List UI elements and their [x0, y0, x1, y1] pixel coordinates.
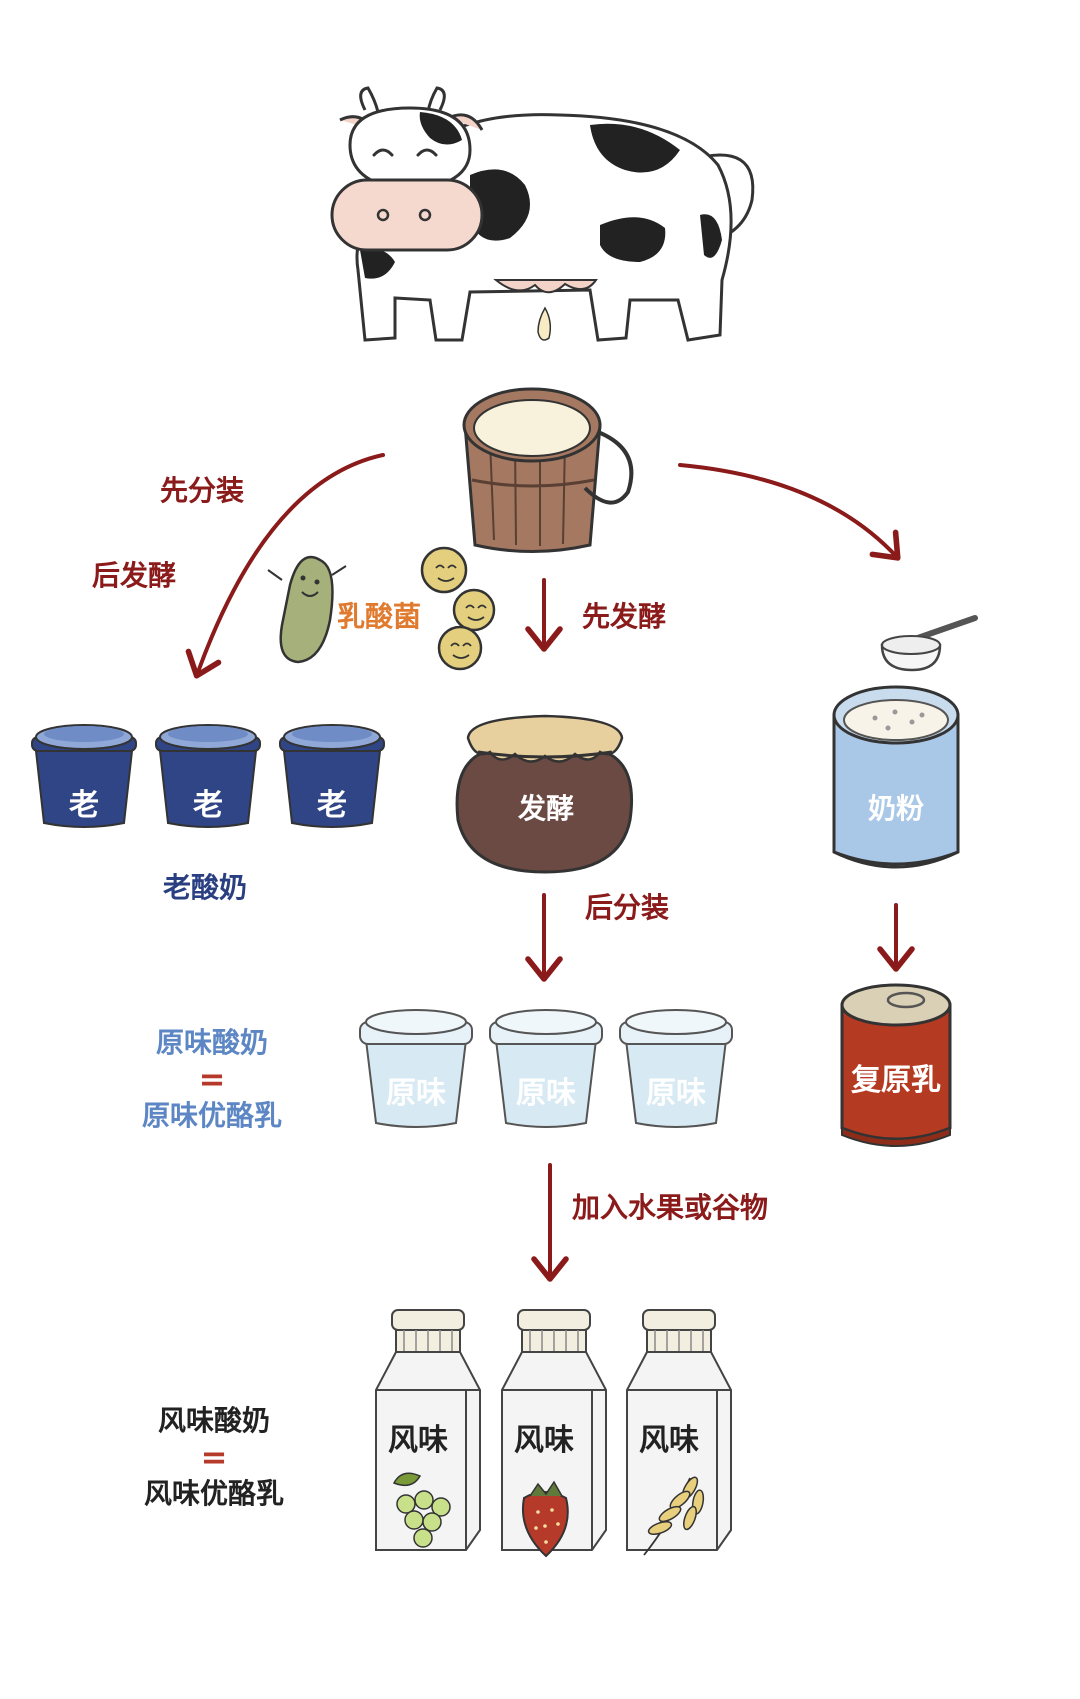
flavored-bottle-label: 风味 — [514, 1423, 574, 1458]
cow-illustration — [330, 86, 755, 342]
step-label-add-fruit: 加入水果或谷物 — [572, 1191, 768, 1224]
plain-cup-label: 原味 — [516, 1076, 576, 1111]
step-label-ferment-after: 后发酵 — [92, 559, 176, 592]
milk-powder-label: 奶粉 — [868, 792, 924, 825]
arrow-to-milk-powder — [678, 463, 901, 561]
grape-icon — [392, 1472, 451, 1548]
flavored-bottle-label: 风味 — [388, 1423, 448, 1458]
plain-caption-equals: = — [199, 1060, 226, 1098]
flavored-caption-equals: = — [201, 1438, 228, 1476]
milk-bucket-illustration — [462, 387, 634, 553]
flavored-caption-line1: 风味酸奶 — [158, 1404, 270, 1437]
plain-cup-label: 原味 — [386, 1076, 446, 1111]
reconstituted-milk-can-illustration — [840, 983, 952, 1147]
step-label-ferment-first: 先发酵 — [582, 600, 666, 633]
bacteria-label: 乳酸菌 — [337, 600, 421, 633]
flavored-bottle-label: 风味 — [639, 1423, 699, 1458]
lactic-bacteria-illustration — [267, 546, 496, 671]
reconstituted-milk-label: 复原乳 — [851, 1063, 941, 1098]
old-yogurt-caption: 老酸奶 — [163, 871, 247, 904]
plain-caption-line1: 原味酸奶 — [156, 1026, 268, 1059]
plain-yogurt-cups: 原味 原味 原味 — [359, 1009, 733, 1128]
milk-powder-can-illustration — [832, 615, 978, 869]
flavored-caption-line2: 风味优酪乳 — [144, 1477, 284, 1510]
old-cup-label: 老 — [193, 788, 223, 823]
flavored-yogurt-bottles: 风味 风味 风味 — [375, 1309, 732, 1558]
grain-icon — [643, 1476, 705, 1556]
flow-arrows — [185, 453, 915, 1282]
arrow-to-old-yogurt — [185, 453, 385, 679]
ferment-jar-illustration — [455, 714, 634, 874]
step-label-pack-first: 先分装 — [160, 474, 244, 507]
old-yogurt-cups: 老 老 老 — [31, 724, 385, 828]
strawberry-icon — [522, 1480, 569, 1558]
old-cup-label: 老 — [69, 788, 99, 823]
jar-label: 发酵 — [517, 792, 574, 825]
step-label-pack-after: 后分装 — [585, 891, 669, 924]
plain-cup-label: 原味 — [646, 1076, 706, 1111]
plain-caption-line2: 原味优酪乳 — [142, 1099, 282, 1132]
old-cup-label: 老 — [317, 788, 347, 823]
